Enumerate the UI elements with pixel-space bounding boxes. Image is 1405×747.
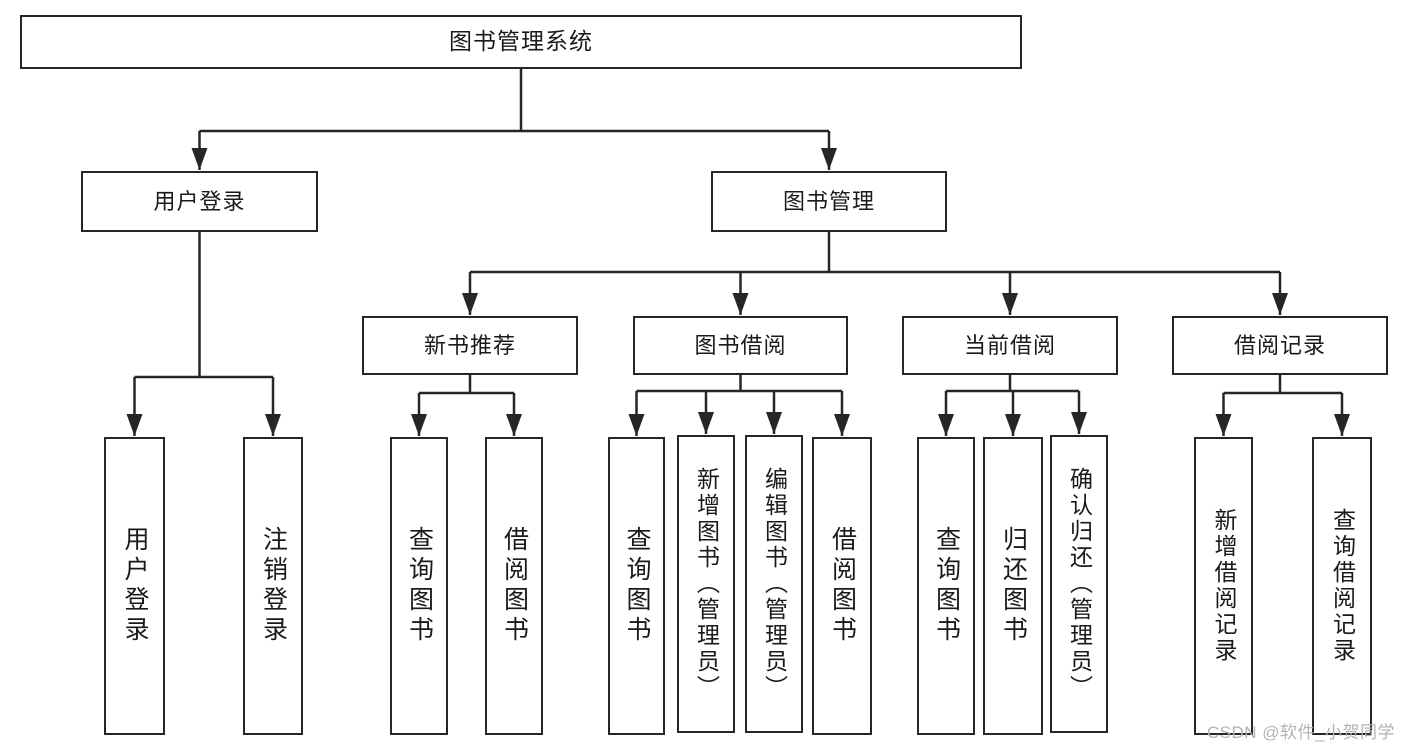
node-leaf-user-login[interactable]: 用户登录 xyxy=(104,437,165,735)
node-leaf-user-logout[interactable]: 注销登录 xyxy=(243,437,303,735)
node-leaf-borrow-book-2[interactable]: 借阅图书 xyxy=(812,437,872,735)
arrow-head xyxy=(462,293,478,315)
arrow-head xyxy=(1334,414,1350,436)
node-label: 确认归还（管理员） xyxy=(1066,467,1093,701)
node-user-login[interactable]: 用户登录 xyxy=(81,171,318,232)
node-leaf-add-book[interactable]: 新增图书（管理员） xyxy=(677,435,735,733)
node-label: 查询借阅记录 xyxy=(1329,508,1356,664)
arrow-head xyxy=(834,414,850,436)
arrow-head xyxy=(732,293,749,315)
node-leaf-confirm-return[interactable]: 确认归还（管理员） xyxy=(1050,435,1108,733)
node-label: 图书借阅 xyxy=(694,332,787,358)
node-leaf-query-record[interactable]: 查询借阅记录 xyxy=(1312,437,1372,735)
node-label: 归还图书 xyxy=(999,526,1028,646)
arrow-head xyxy=(411,414,427,436)
node-leaf-return-book[interactable]: 归还图书 xyxy=(983,437,1043,735)
node-leaf-query-book-1[interactable]: 查询图书 xyxy=(390,437,448,735)
arrow-head xyxy=(1005,414,1021,436)
node-leaf-query-book-3[interactable]: 查询图书 xyxy=(917,437,975,735)
node-label: 借阅记录 xyxy=(1233,332,1326,358)
node-label: 查询图书 xyxy=(405,526,434,646)
watermark-text: CSDN @软件_小贺同学 xyxy=(1206,723,1395,742)
node-leaf-query-book-2[interactable]: 查询图书 xyxy=(608,437,665,735)
node-leaf-add-record[interactable]: 新增借阅记录 xyxy=(1194,437,1253,735)
node-label: 注销登录 xyxy=(259,526,288,646)
node-label: 借阅图书 xyxy=(500,526,529,646)
node-label: 用户登录 xyxy=(121,526,149,646)
node-label: 用户登录 xyxy=(153,188,246,214)
arrow-head xyxy=(698,412,714,434)
arrow-head xyxy=(766,412,782,434)
node-current-borrow[interactable]: 当前借阅 xyxy=(902,316,1118,375)
node-leaf-borrow-book-1[interactable]: 借阅图书 xyxy=(485,437,543,735)
arrow-head xyxy=(265,414,281,436)
arrow-head xyxy=(821,148,837,170)
arrow-head xyxy=(628,414,645,436)
node-label: 图书管理系统 xyxy=(449,28,593,55)
node-label: 新书推荐 xyxy=(423,332,516,358)
node-leaf-edit-book[interactable]: 编辑图书（管理员） xyxy=(745,435,803,733)
node-label: 编辑图书（管理员） xyxy=(761,467,788,701)
node-book-borrow[interactable]: 图书借阅 xyxy=(633,316,848,375)
node-label: 查询图书 xyxy=(623,526,651,646)
arrow-head xyxy=(506,414,522,436)
arrow-head xyxy=(1215,414,1232,436)
node-borrow-record[interactable]: 借阅记录 xyxy=(1172,316,1388,375)
node-label: 查询图书 xyxy=(932,526,961,646)
node-label: 借阅图书 xyxy=(828,526,857,646)
node-new-book-rec[interactable]: 新书推荐 xyxy=(362,316,578,375)
node-book-manage[interactable]: 图书管理 xyxy=(711,171,947,232)
node-label: 当前借阅 xyxy=(963,332,1056,358)
arrow-head xyxy=(191,148,208,170)
arrow-head xyxy=(126,414,143,436)
node-label: 新增借阅记录 xyxy=(1211,508,1237,664)
node-root[interactable]: 图书管理系统 xyxy=(20,15,1022,69)
arrow-head xyxy=(938,414,954,436)
arrow-head xyxy=(1071,412,1087,434)
arrow-head xyxy=(1272,293,1288,315)
node-label: 图书管理 xyxy=(782,188,875,214)
arrow-head xyxy=(1002,293,1018,315)
node-label: 新增图书（管理员） xyxy=(693,467,720,701)
